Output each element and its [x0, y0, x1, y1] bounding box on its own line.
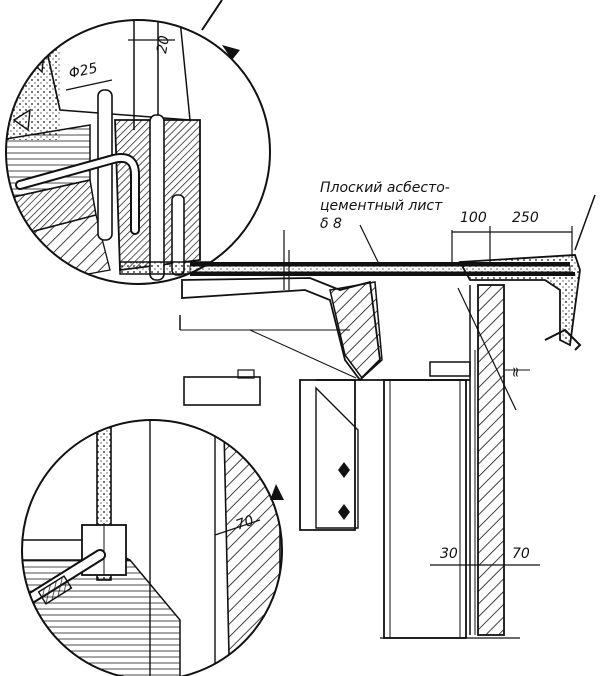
svg-text:30: 30 — [440, 546, 458, 562]
material-label: Плоский асбесто- цементный лист δ 8 — [320, 180, 450, 232]
dimension-width-100: 100 — [451, 210, 490, 262]
svg-text:δ 8: δ 8 — [320, 216, 342, 232]
svg-text:Φ25: Φ25 — [68, 60, 100, 82]
svg-text:70: 70 — [512, 546, 530, 562]
svg-text:Плоский асбесто-: Плоский асбесто- — [320, 180, 450, 196]
approx-symbol: ≈ — [508, 366, 524, 378]
dimension-gap-30: 30 — [430, 546, 478, 566]
svg-text:цементный лист: цементный лист — [320, 198, 443, 214]
svg-text:100: 100 — [460, 210, 487, 226]
dimension-rod-diameter: Φ25 — [65, 60, 113, 91]
bottom-detail-callout: 70 — [21, 419, 284, 676]
dimension-gap-70-right: 70 — [478, 546, 540, 566]
main-section: 100 250 ≈ 30 70 Плоский асбесто- цементн… — [179, 180, 596, 639]
svg-text:250: 250 — [512, 210, 539, 226]
svg-text:20: 20 — [154, 34, 173, 54]
top-detail-callout: Φ25 20 — [5, 0, 271, 285]
dimension-gap-top: 20 — [128, 34, 175, 55]
dimension-width-250: 250 — [489, 210, 573, 262]
dimension-gap-70-left: 70 — [234, 513, 256, 534]
